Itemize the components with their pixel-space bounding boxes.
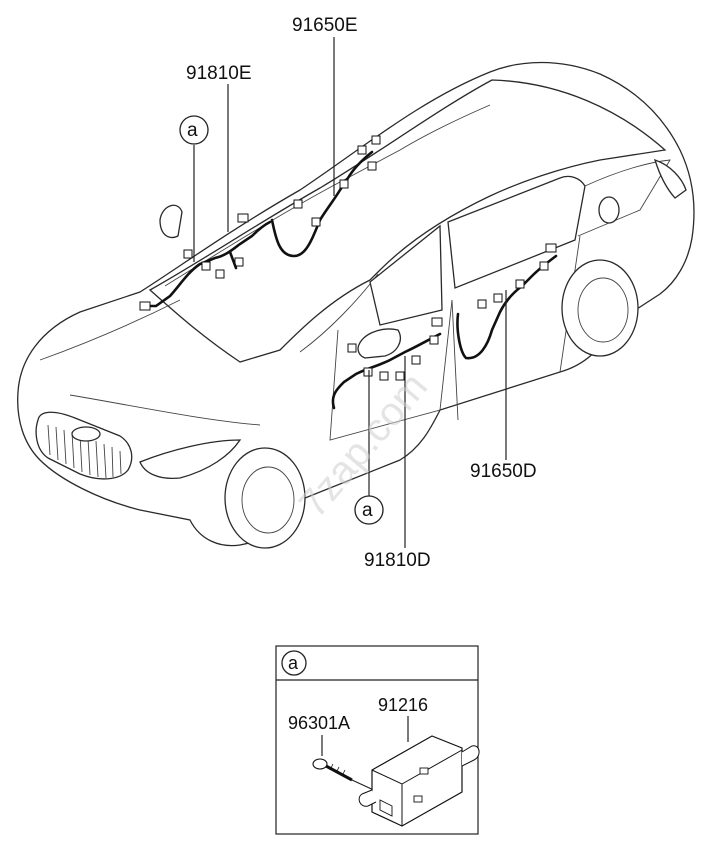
- car-illustration: [17, 61, 695, 549]
- harness-91810D: [331, 317, 443, 410]
- label-91810E: 91810E: [186, 63, 252, 84]
- callout-a-top-text: a: [187, 120, 198, 141]
- label-91650E: 91650E: [292, 15, 358, 36]
- module-91216: [358, 735, 480, 827]
- detail-box-a: a 91216 96301A: [275, 645, 480, 835]
- harness-91810E: [139, 213, 272, 311]
- harness-91650E: [270, 135, 381, 258]
- label-91216: 91216: [378, 695, 428, 715]
- callout-a-top: a: [179, 115, 209, 145]
- callout-a-mid: a: [354, 495, 384, 525]
- leader-lines: [193, 37, 507, 548]
- label-96301A: 96301A: [288, 713, 350, 733]
- callout-a-mid-text: a: [362, 500, 373, 521]
- harness-91650D: [456, 243, 558, 360]
- label-91810D: 91810D: [364, 550, 431, 571]
- label-91650D: 91650D: [470, 461, 537, 482]
- callout-a-box-text: a: [288, 653, 299, 673]
